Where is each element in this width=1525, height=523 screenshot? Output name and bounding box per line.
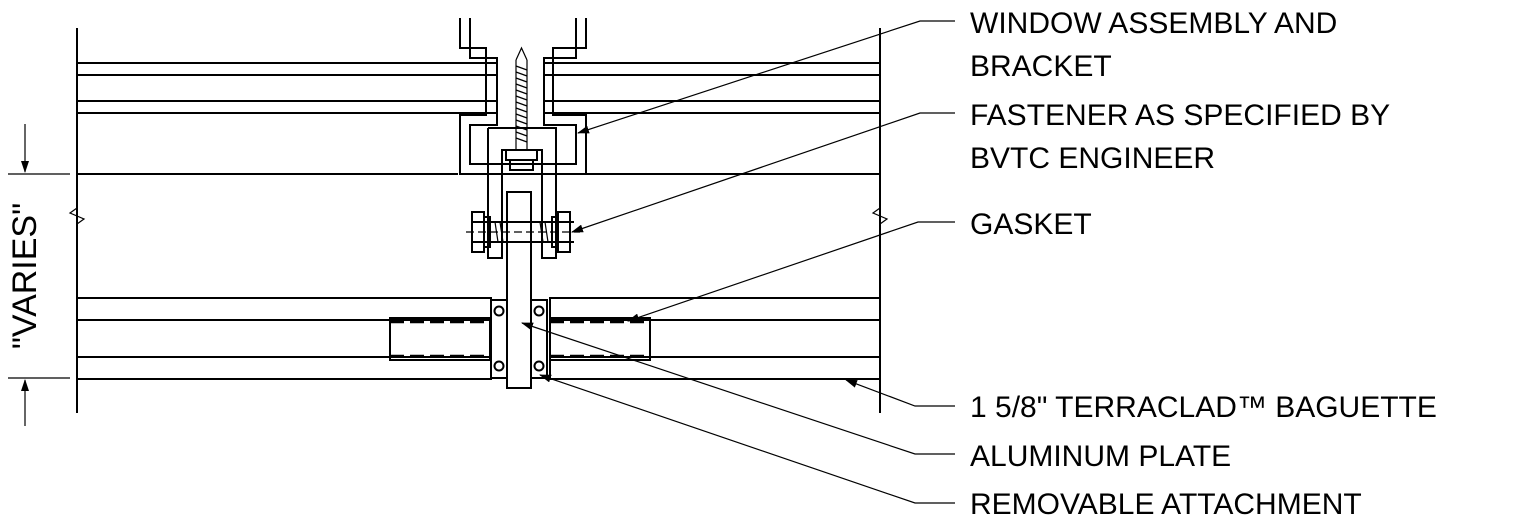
gaskets [389, 317, 651, 361]
callout-plate-line-1: ALUMINUM PLATE [970, 440, 1231, 473]
callout-baguette-line-1: 1 5/8" TERRACLAD™ BAGUETTE [970, 391, 1437, 424]
window-frame-rails [77, 62, 880, 175]
dimension-label: "VARIES" [6, 203, 44, 349]
callout-attachment-line-1: REMOVABLE ATTACHMENT [970, 488, 1362, 521]
horizontal-bolt [466, 211, 580, 253]
callout-window-line-1: WINDOW ASSEMBLY AND [970, 7, 1337, 40]
dimension-varies: "VARIES" [6, 124, 70, 426]
callout-fastener-line-1: FASTENER AS SPECIFIED BY [970, 99, 1390, 132]
leader-lines [521, 20, 955, 504]
callout-window-assembly: WINDOW ASSEMBLY AND BRACKET [970, 7, 1337, 83]
anchor-screw [505, 46, 538, 171]
callout-fastener-line-2: BVTC ENGINEER [970, 142, 1215, 175]
callout-removable-attachment: REMOVABLE ATTACHMENT [970, 488, 1362, 521]
callout-fastener: FASTENER AS SPECIFIED BY BVTC ENGINEER [970, 99, 1390, 175]
callout-gasket-line-1: GASKET [970, 208, 1092, 241]
callout-window-line-2: BRACKET [970, 50, 1112, 83]
aluminum-plate [506, 191, 532, 389]
side-walls [68, 28, 889, 413]
terraclad-baguettes [76, 297, 881, 380]
callout-baguette: 1 5/8" TERRACLAD™ BAGUETTE [970, 391, 1437, 424]
bracket [487, 127, 557, 259]
window-mullion [459, 18, 587, 175]
removable-attachment [490, 299, 548, 379]
callout-aluminum-plate: ALUMINUM PLATE [970, 440, 1231, 473]
callout-gasket: GASKET [970, 208, 1092, 241]
